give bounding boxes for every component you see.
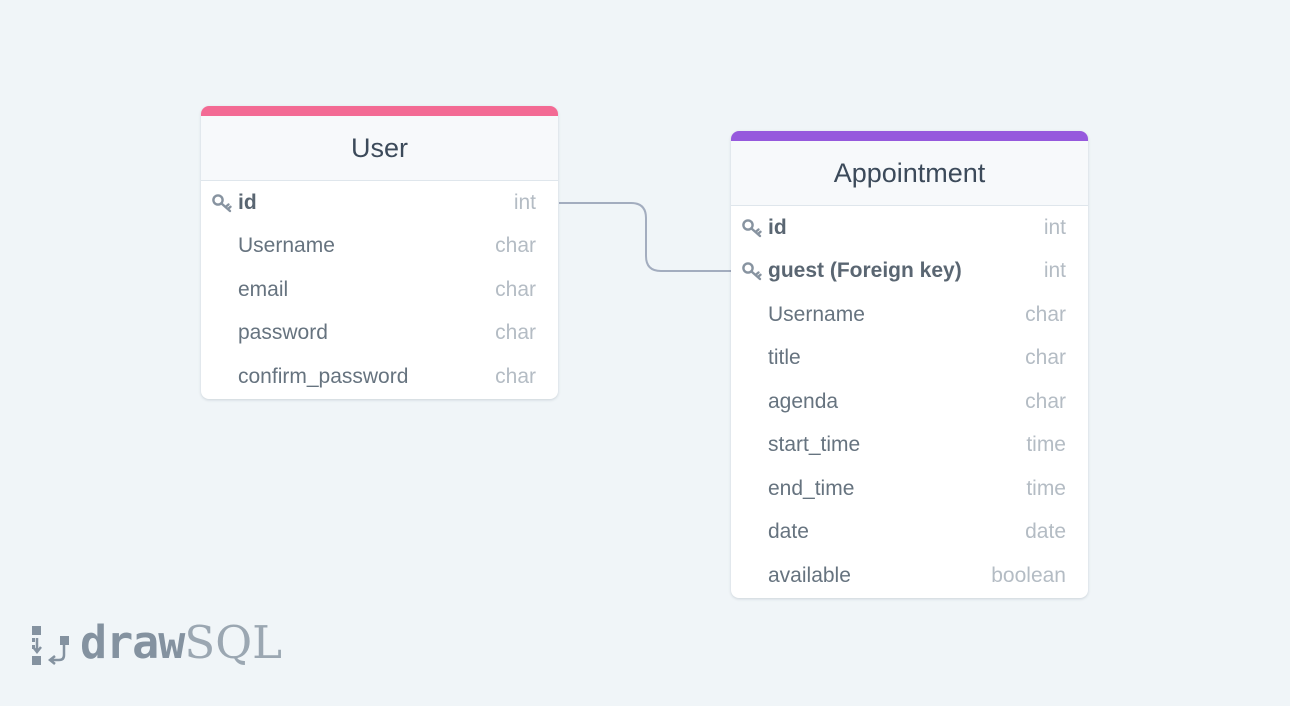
column-name: agenda [768, 389, 839, 413]
table-accent-bar [201, 106, 558, 116]
column-row[interactable]: Username char [731, 293, 1088, 337]
column-row[interactable]: guest (Foreign key) int [731, 250, 1088, 294]
relationship-line-user-appointment [559, 202, 732, 272]
table-title-text: Appointment [833, 157, 986, 188]
column-row[interactable]: available boolean [731, 554, 1088, 598]
column-row[interactable]: Username char [201, 225, 558, 269]
column-name: email [238, 277, 289, 301]
key-icon [741, 261, 765, 281]
column-row[interactable]: id int [201, 181, 558, 225]
column-type: char [1025, 302, 1066, 326]
column-type: int [1043, 259, 1066, 283]
column-type: char [495, 234, 536, 258]
column-row[interactable]: start_time time [731, 424, 1088, 468]
table-title-text: User [350, 132, 408, 163]
column-name: Username [238, 234, 335, 258]
column-name: title [768, 346, 801, 370]
column-type: int [513, 190, 536, 214]
column-row[interactable]: email char [201, 268, 558, 312]
table-title[interactable]: User [201, 116, 558, 181]
column-name: start_time [768, 433, 861, 457]
column-name: id [768, 215, 787, 239]
column-name: end_time [768, 476, 855, 500]
key-icon [211, 193, 235, 213]
table-accent-bar [731, 131, 1088, 141]
column-type: time [1026, 476, 1066, 500]
column-type: char [1025, 389, 1066, 413]
column-type: char [1025, 346, 1066, 370]
logo-text-draw: draw [80, 616, 185, 669]
key-icon [741, 218, 765, 238]
logo-text-sql: SQL [184, 616, 282, 669]
column-row[interactable]: title char [731, 337, 1088, 381]
column-name: password [238, 321, 328, 345]
column-name: available [768, 563, 851, 587]
column-type: date [1025, 520, 1066, 544]
column-type: char [495, 321, 536, 345]
column-name: Username [768, 302, 865, 326]
column-row[interactable]: agenda char [731, 380, 1088, 424]
column-row[interactable]: id int [731, 206, 1088, 250]
column-type: int [1043, 215, 1066, 239]
column-name: date [768, 520, 809, 544]
column-type: boolean [991, 563, 1066, 587]
column-type: char [495, 364, 536, 388]
column-name: guest (Foreign key) [768, 259, 962, 283]
column-row[interactable]: password char [201, 312, 558, 356]
table-title[interactable]: Appointment [731, 141, 1088, 206]
column-row[interactable]: date date [731, 511, 1088, 555]
column-type: time [1026, 433, 1066, 457]
column-type: char [495, 277, 536, 301]
column-name: confirm_password [238, 364, 409, 388]
column-name: id [238, 190, 257, 214]
drawsql-logo-mark-icon [32, 625, 69, 665]
column-row[interactable]: confirm_password char [201, 355, 558, 399]
column-row[interactable]: end_time time [731, 467, 1088, 511]
